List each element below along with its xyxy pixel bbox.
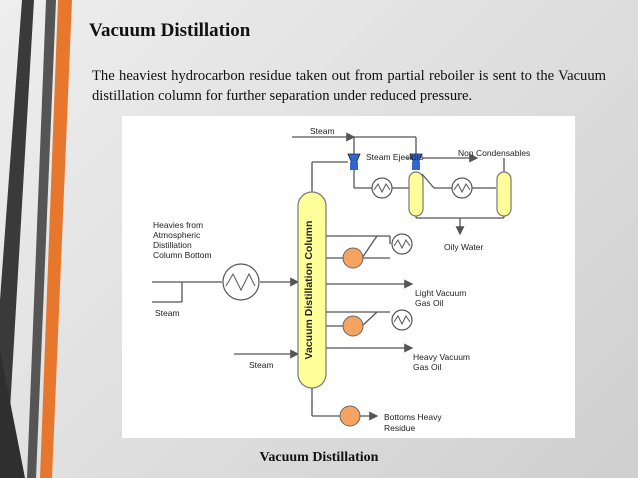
pump-2 xyxy=(342,315,364,337)
separator-drum-2 xyxy=(496,171,512,217)
label-heavy-vacuum-2: Gas Oil xyxy=(413,362,441,372)
pump-bottoms xyxy=(339,405,361,427)
heat-exchanger-middle-2 xyxy=(391,309,413,331)
label-oily-water: Oily Water xyxy=(444,242,484,252)
heat-exchanger-feed xyxy=(222,263,260,301)
slide-title: Vacuum Distillation xyxy=(89,20,251,41)
decorative-accent-stripes xyxy=(0,0,72,478)
slide-paragraph: The heaviest hydrocarbon residue taken o… xyxy=(92,68,606,104)
flow-diagram-svg: Vacuum Distillation Column xyxy=(152,126,530,433)
separator-drum-1 xyxy=(408,171,424,217)
label-steam-top: Steam xyxy=(310,126,335,136)
label-steam-bottom: Steam xyxy=(249,360,274,370)
label-light-vacuum-2: Gas Oil xyxy=(415,298,443,308)
label-steam-ejectors: Steam Ejectors xyxy=(366,152,424,162)
label-heavies-line-1: Heavies from xyxy=(153,220,203,230)
vacuum-column-vessel xyxy=(297,191,327,389)
label-steam-left: Steam xyxy=(155,308,180,318)
steam-ejector-1 xyxy=(347,153,361,170)
ejector-1-body xyxy=(350,162,358,170)
column-label: Vacuum Distillation Column xyxy=(303,221,315,360)
label-heavies-line-4: Column Bottom xyxy=(153,250,212,260)
heat-exchanger-top-2 xyxy=(451,177,473,199)
label-heavies-line-2: Atmospheric xyxy=(153,230,201,240)
heat-exchanger-top-1 xyxy=(371,177,393,199)
label-non-condensables: Non Condensables xyxy=(458,148,530,158)
heat-exchanger-middle-1 xyxy=(391,233,413,255)
steam-ejector-2 xyxy=(409,153,423,170)
label-bottoms-1: Bottoms Heavy xyxy=(384,412,442,422)
label-light-vacuum-1: Light Vacuum xyxy=(415,288,466,298)
diagram-caption: Vacuum Distillation xyxy=(259,450,379,465)
label-heavy-vacuum-1: Heavy Vacuum xyxy=(413,352,470,362)
label-bottoms-2: Residue xyxy=(384,423,415,433)
label-heavies-line-3: Distillation xyxy=(153,240,192,250)
pump-1 xyxy=(342,247,364,269)
ejector-2-body xyxy=(412,162,420,170)
process-diagram: Vacuum Distillation Column xyxy=(122,116,575,438)
